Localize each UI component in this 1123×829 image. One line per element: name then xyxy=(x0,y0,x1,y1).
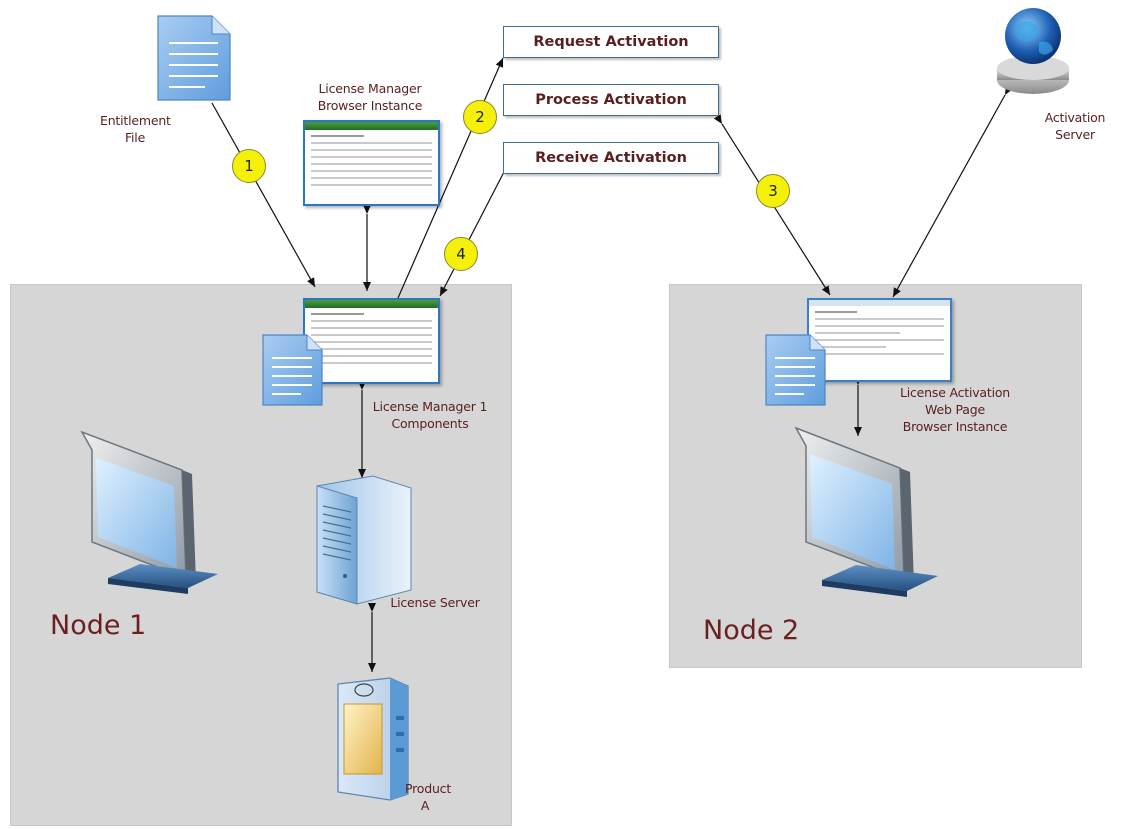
lm-document-icon xyxy=(261,333,325,407)
node-2-title: Node 2 xyxy=(703,615,800,646)
arrow-to-request xyxy=(397,57,504,299)
lm-browser-window xyxy=(303,120,440,206)
product-box-icon xyxy=(334,676,412,802)
activation-server-label: Activation Server xyxy=(1044,110,1106,142)
arrow-entitlement-to-lm xyxy=(211,102,316,288)
monitor-icon xyxy=(78,428,220,606)
activation-document-icon xyxy=(764,333,828,407)
lm-components-label: License Manager 1 Components xyxy=(372,399,488,431)
document-icon xyxy=(155,13,235,103)
entitlement-file-label: Entitlement File xyxy=(100,113,171,145)
arrow-receive-to-lm xyxy=(439,169,506,297)
lm-components-window xyxy=(303,298,440,384)
step-badge-4: 4 xyxy=(444,237,478,271)
step-badge-3: 3 xyxy=(756,174,790,208)
activation-page-label: License Activation Web Page Browser Inst… xyxy=(899,385,1011,434)
server-tower-icon xyxy=(313,472,413,608)
step-badge-1: 1 xyxy=(232,149,266,183)
globe-icon xyxy=(995,2,1073,102)
node-2-monitor-icon xyxy=(792,424,942,609)
product-a-label: Product A xyxy=(405,781,452,813)
activation-web-page-window xyxy=(807,298,952,382)
process-activation-box: Process Activation xyxy=(503,84,719,116)
step-badge-2: 2 xyxy=(463,100,497,134)
lm-browser-label: License Manager Browser Instance xyxy=(317,81,423,113)
node-1-title: Node 1 xyxy=(50,610,147,641)
license-server-label: License Server xyxy=(390,595,480,610)
arrow-activation-server xyxy=(892,85,1013,298)
request-activation-box: Request Activation xyxy=(503,26,719,58)
arrow-process-node2 xyxy=(713,114,831,296)
receive-activation-box: Receive Activation xyxy=(503,142,719,174)
